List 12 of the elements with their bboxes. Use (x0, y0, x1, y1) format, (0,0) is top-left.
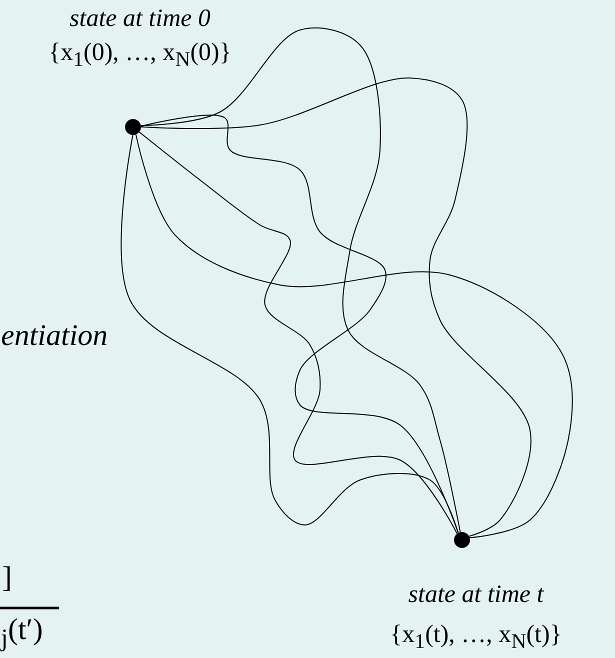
state-caption: state at time t (408, 580, 544, 610)
state-formula: {x$_{1}$(0), …, x$_{N}$(0)} (48, 38, 232, 72)
curve-path (140, 27, 461, 533)
state-formula: {x$_{1}$(t), …, x$_{N}$(t)} (390, 620, 562, 654)
state-dot (125, 119, 141, 135)
curve-path (135, 134, 573, 538)
formula-text: ] (2, 560, 12, 596)
cut-off-word: entiation (1, 318, 108, 354)
state-dot (454, 532, 470, 548)
formula-text: $_{j}$(t′) (1, 612, 43, 654)
state-caption: state at time 0 (70, 4, 210, 34)
curve-path (140, 78, 532, 537)
